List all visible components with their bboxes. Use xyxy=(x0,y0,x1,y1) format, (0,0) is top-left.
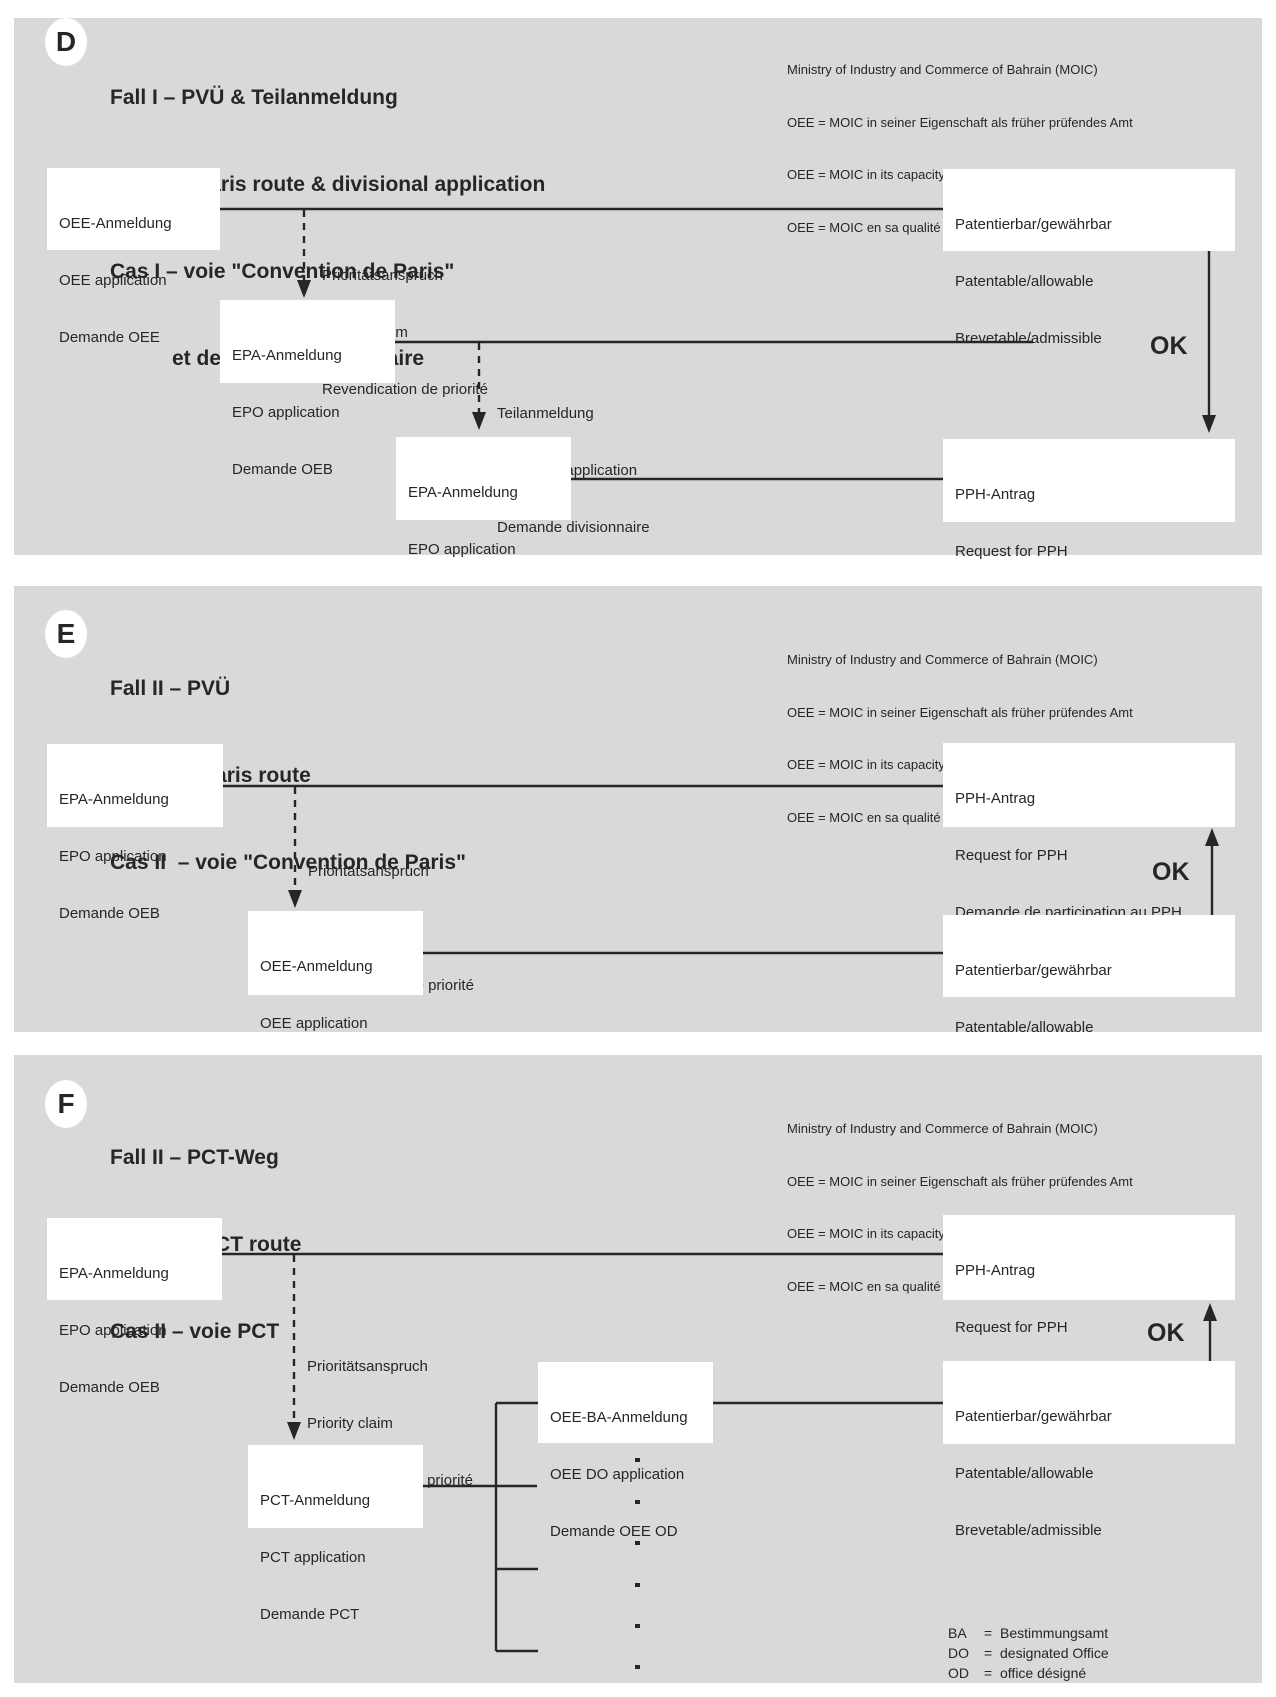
label-en: OEE application xyxy=(260,1015,368,1032)
box-pph-request: PPH-Antrag Request for PPH Demande de pa… xyxy=(943,439,1235,617)
label-de: PPH-Antrag xyxy=(955,1262,1036,1279)
definition: designated Office xyxy=(1000,1645,1109,1661)
label-en: OEE DO application xyxy=(550,1466,685,1483)
box-pph-request: PPH-Antrag Request for PPH Demande de pa… xyxy=(943,1215,1235,1393)
label-de: Patentierbar/gewährbar xyxy=(955,1408,1112,1425)
label-fr: Demande PCT xyxy=(260,1606,360,1623)
box-pct-application: PCT-Anmeldung PCT application Demande PC… xyxy=(248,1445,423,1623)
label-en: Request for PPH xyxy=(955,1319,1068,1336)
box-epo-application: EPA-Anmeldung EPO application Demande OE… xyxy=(47,744,223,922)
title-line-de: Fall I – PVÜ & Teilanmeldung xyxy=(110,86,398,109)
box-pph-request: PPH-Antrag Request for PPH Demande de pa… xyxy=(943,743,1235,921)
box-epo-application: EPA-Anmeldung EPO application Demande OE… xyxy=(47,1218,222,1396)
box-patentable: Patentierbar/gewährbar Patentable/allowa… xyxy=(943,915,1235,1093)
label-fr: Brevetable/admissible xyxy=(955,1522,1102,1539)
label-fr: Demande OEE OD xyxy=(550,1523,678,1540)
abbr: DO xyxy=(948,1645,969,1661)
legend-line: OEE = MOIC in seiner Eigenschaft als frü… xyxy=(787,1173,1133,1189)
equals-sign: = xyxy=(984,1665,993,1681)
label-de: PCT-Anmeldung xyxy=(260,1492,371,1509)
title-line-fr: Cas II – voie "Convention de Paris" xyxy=(110,851,467,874)
label-de: OEE-Anmeldung xyxy=(59,215,172,232)
label-de: OEE-Anmeldung xyxy=(260,958,373,975)
legend-row-ba: BA = Bestimmungsamt xyxy=(948,1623,1109,1643)
panel-case2-pct-route: F Fall II – PCT-Weg Case II – PCT route … xyxy=(14,1055,1262,1683)
equals-sign: = xyxy=(984,1625,993,1641)
ok-label: OK xyxy=(1150,332,1188,360)
definition: Bestimmungsamt xyxy=(1000,1625,1109,1641)
label-de: Prioritätsanspruch xyxy=(308,863,429,880)
legend-line: OEE = MOIC in seiner Eigenschaft als frü… xyxy=(787,704,1133,720)
title-line-fr: Cas II – voie PCT xyxy=(110,1320,280,1343)
label-fr: Demande OEB xyxy=(59,1379,160,1396)
legend-row-od: OD = office désigné xyxy=(948,1663,1109,1683)
label-de: EPA-Anmeldung xyxy=(59,1265,169,1282)
legend-line: Ministry of Industry and Commerce of Bah… xyxy=(787,652,1098,667)
section-letter: E xyxy=(56,618,76,649)
legend-line: Ministry of Industry and Commerce of Bah… xyxy=(787,62,1098,77)
label-de: PPH-Antrag xyxy=(955,486,1036,503)
abbreviation-legend: BA = Bestimmungsamt DO = designated Offi… xyxy=(948,1623,1109,1683)
label-en: Request for PPH xyxy=(955,543,1068,560)
label-fr: Demande OEB xyxy=(59,905,160,922)
label-en: Patentable/allowable xyxy=(955,273,1094,290)
title-line-de: Fall II – PVÜ xyxy=(110,677,231,700)
label-de: EPA-Anmeldung xyxy=(59,791,169,808)
definition: office désigné xyxy=(1000,1665,1087,1681)
box-patentable: Patentierbar/gewährbar Patentable/allowa… xyxy=(943,169,1235,347)
designated-office-bracket xyxy=(494,1401,538,1653)
label-de: Patentierbar/gewährbar xyxy=(955,216,1112,233)
label-de: OEE-BA-Anmeldung xyxy=(550,1409,688,1426)
label-en: Patentable/allowable xyxy=(955,1019,1094,1036)
ok-label: OK xyxy=(1152,858,1190,886)
legend-line: Ministry of Industry and Commerce of Bah… xyxy=(787,1121,1098,1136)
section-badge-e: E xyxy=(45,610,87,658)
label-de: Prioritätsanspruch xyxy=(307,1358,428,1375)
label-de: Patentierbar/gewährbar xyxy=(955,962,1112,979)
legend-line: OEE = MOIC in seiner Eigenschaft als frü… xyxy=(787,114,1133,130)
box-oee-application: OEE-Anmeldung OEE application Demande OE… xyxy=(248,911,423,1089)
label-de: Prioritätsanspruch xyxy=(322,267,443,284)
label-de: Teilanmeldung xyxy=(497,405,594,422)
box-epo-divisional-application: EPA-Anmeldung EPO application Demande OE… xyxy=(396,437,571,615)
legend-row-do: DO = designated Office xyxy=(948,1643,1109,1663)
box-epo-application: EPA-Anmeldung EPO application Demande OE… xyxy=(220,300,395,478)
label-de: EPA-Anmeldung xyxy=(408,484,518,501)
section-letter: F xyxy=(57,1088,75,1119)
ok-label: OK xyxy=(1147,1319,1185,1347)
title-line-de: Fall II – PCT-Weg xyxy=(110,1146,279,1169)
equals-sign: = xyxy=(984,1645,993,1661)
label-fr: Demande divisionnaire xyxy=(497,519,650,536)
title-line-fr: Cas I – voie "Convention de Paris" xyxy=(110,260,455,283)
label-de: EPA-Anmeldung xyxy=(232,347,342,364)
label-en: EPO application xyxy=(59,1322,167,1339)
label-en: Priority claim xyxy=(307,1415,393,1432)
section-badge-d: D xyxy=(45,18,87,66)
label-fr: Brevetable/admissible xyxy=(955,330,1102,347)
label-fr: Revendication de priorité xyxy=(322,381,488,398)
label-en: PCT application xyxy=(260,1549,366,1566)
label-en: EPO application xyxy=(232,404,340,421)
label-fr: Demande OEE xyxy=(59,329,160,346)
panel-case1-paris-divisional: D Fall I – PVÜ & Teilanmeldung Case I – … xyxy=(14,18,1262,617)
label-en: Request for PPH xyxy=(955,847,1068,864)
label-en: EPO application xyxy=(408,541,516,558)
abbr: BA xyxy=(948,1625,967,1641)
box-patentable: Patentierbar/gewährbar Patentable/allowa… xyxy=(943,1361,1235,1539)
section-badge-f: F xyxy=(45,1080,87,1128)
label-en: OEE application xyxy=(59,272,167,289)
panel-case2-paris-route: E Fall II – PVÜ Case II – Paris route Ca… xyxy=(14,586,1262,1093)
label-en: Patentable/allowable xyxy=(955,1465,1094,1482)
label-fr: Demande OEB xyxy=(232,461,333,478)
label-de: PPH-Antrag xyxy=(955,790,1036,807)
abbr: OD xyxy=(948,1665,969,1681)
box-oee-application: OEE-Anmeldung OEE application Demande OE… xyxy=(47,168,220,346)
section-letter: D xyxy=(55,26,77,57)
box-oee-do-application: OEE-BA-Anmeldung OEE DO application Dema… xyxy=(538,1362,713,1540)
label-en: EPO application xyxy=(59,848,167,865)
